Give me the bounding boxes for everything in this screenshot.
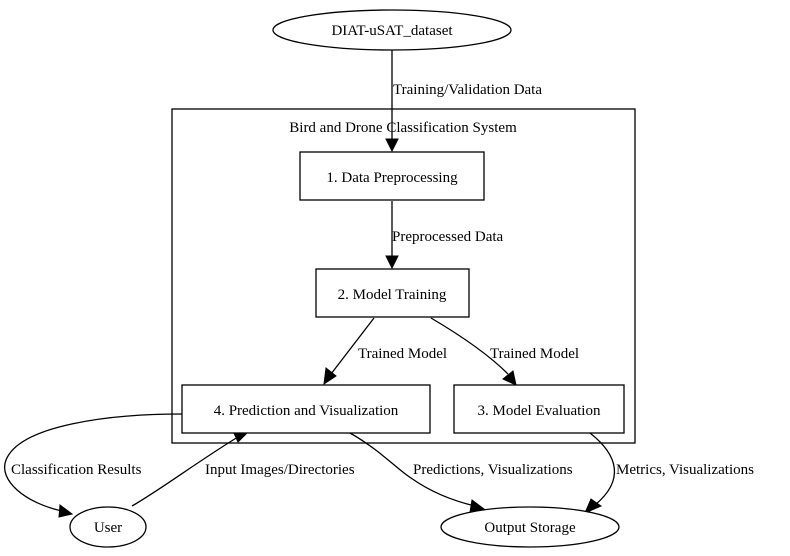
node-prediction-visualization-label: 4. Prediction and Visualization: [214, 403, 399, 419]
node-model-evaluation: 3. Model Evaluation: [453, 384, 625, 434]
edge-label-trained-model-prediction: Trained Model: [358, 346, 447, 362]
node-user: User: [69, 506, 147, 548]
edge-prediction-to-user: [3, 413, 183, 518]
node-model-training-label: 2. Model Training: [338, 287, 447, 303]
edge-label-preprocessed-data: Preprocessed Data: [392, 229, 504, 245]
edge-label-input-images-directories: Input Images/Directories: [205, 462, 355, 478]
node-user-label: User: [94, 520, 122, 536]
edge-dataset-to-preprocessing: [385, 50, 399, 153]
edge-training-to-evaluation: [430, 317, 517, 386]
edge-preprocessing-to-training: [385, 201, 399, 270]
system-cluster: [171, 108, 636, 444]
edge-label-metrics-visualizations: Metrics, Visualizations: [616, 462, 754, 478]
edge-label-predictions-visualizations: Predictions, Visualizations: [413, 462, 573, 478]
node-data-preprocessing: 1. Data Preprocessing: [299, 151, 485, 201]
node-model-evaluation-label: 3. Model Evaluation: [478, 403, 601, 419]
node-model-training: 2. Model Training: [315, 268, 470, 318]
cluster-label: Bird and Drone Classification System: [289, 120, 517, 136]
edge-training-to-prediction: [323, 317, 375, 386]
edge-label-classification-results: Classification Results: [11, 462, 142, 478]
edge-user-to-prediction: [131, 430, 250, 507]
node-prediction-visualization: 4. Prediction and Visualization: [181, 384, 431, 434]
node-output-storage-label: Output Storage: [484, 520, 576, 536]
edge-label-training-validation-data: Training/Validation Data: [393, 82, 542, 98]
node-data-preprocessing-label: 1. Data Preprocessing: [326, 170, 458, 186]
edge-evaluation-to-storage: [584, 432, 616, 514]
node-dataset: DIAT-uSAT_dataset: [272, 9, 512, 51]
node-dataset-label: DIAT-uSAT_dataset: [331, 23, 453, 39]
node-output-storage: Output Storage: [440, 506, 620, 548]
edge-label-trained-model-evaluation: Trained Model: [490, 346, 579, 362]
